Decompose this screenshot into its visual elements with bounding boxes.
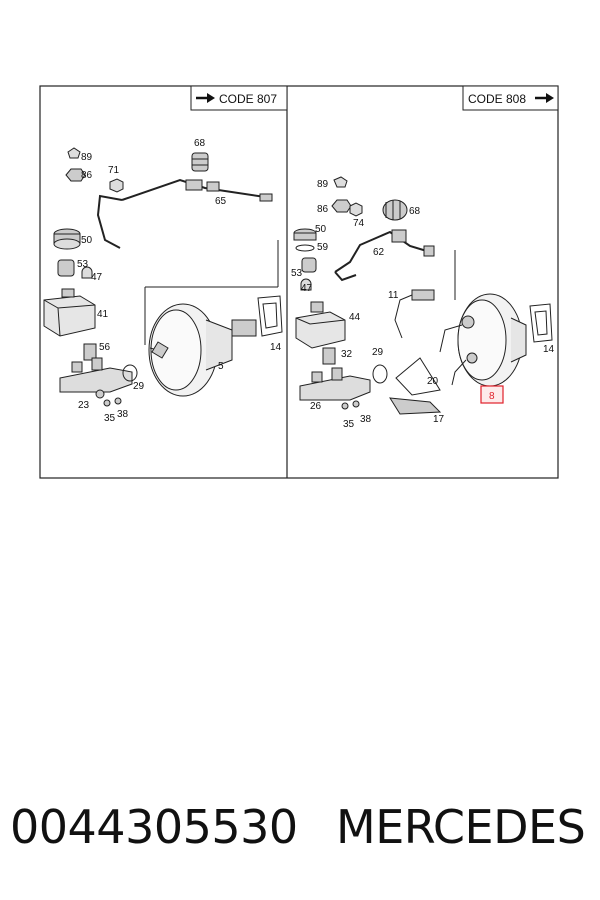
callout-44: 44 <box>349 312 361 323</box>
callout-65: 65 <box>215 196 227 207</box>
callout-35: 35 <box>343 419 355 430</box>
part-number: 0044305530 <box>10 800 298 854</box>
diagram-frame <box>39 85 559 479</box>
footer: 0044305530 MERCEDES <box>0 790 600 870</box>
callout-47: 47 <box>301 283 313 294</box>
callout-29: 29 <box>133 381 145 392</box>
callout-38: 38 <box>360 414 372 425</box>
callout-38: 38 <box>117 409 129 420</box>
callout-53: 53 <box>77 259 89 270</box>
callout-8-highlighted: 8 <box>489 391 495 402</box>
callout-5: 5 <box>218 361 224 372</box>
callout-86: 86 <box>81 170 93 181</box>
callout-26: 26 <box>310 401 322 412</box>
callout-59: 59 <box>317 242 329 253</box>
callout-56: 56 <box>99 342 111 353</box>
highlight-box <box>480 385 504 404</box>
callout-62: 62 <box>373 247 385 258</box>
arrow-right-icon <box>196 93 215 103</box>
callout-74: 74 <box>353 218 365 229</box>
callout-14: 14 <box>270 342 282 353</box>
callout-50: 50 <box>315 224 327 235</box>
callout-68: 68 <box>409 206 421 217</box>
callout-29: 29 <box>372 347 384 358</box>
right-parts <box>293 176 553 415</box>
callout-35: 35 <box>104 413 116 424</box>
right-callouts: 89 86 74 68 50 59 62 53 47 11 44 32 29 2… <box>291 179 555 430</box>
callout-53: 53 <box>291 268 303 279</box>
callout-50: 50 <box>81 235 93 246</box>
callout-86: 86 <box>317 204 329 215</box>
code-808-label: CODE 808 <box>468 92 526 106</box>
callout-14: 14 <box>543 344 555 355</box>
callout-68: 68 <box>194 138 206 149</box>
callout-32: 32 <box>341 349 353 360</box>
code-807-label: CODE 807 <box>219 92 277 106</box>
left-callouts: 89 86 71 68 65 50 53 47 41 56 29 5 14 23… <box>77 138 282 424</box>
callout-89: 89 <box>317 179 329 190</box>
callout-71: 71 <box>108 165 120 176</box>
left-parts <box>43 147 283 407</box>
code-box-right: CODE 808 <box>462 85 559 111</box>
brand-name: MERCEDES <box>336 800 586 854</box>
callout-47: 47 <box>91 272 103 283</box>
callout-23: 23 <box>78 400 90 411</box>
arrow-right-icon <box>535 93 554 103</box>
callout-20: 20 <box>427 376 439 387</box>
callout-89: 89 <box>81 152 93 163</box>
code-box-left: CODE 807 <box>190 85 288 111</box>
callout-41: 41 <box>97 309 109 320</box>
callout-17: 17 <box>433 414 445 425</box>
callout-11: 11 <box>388 290 399 301</box>
